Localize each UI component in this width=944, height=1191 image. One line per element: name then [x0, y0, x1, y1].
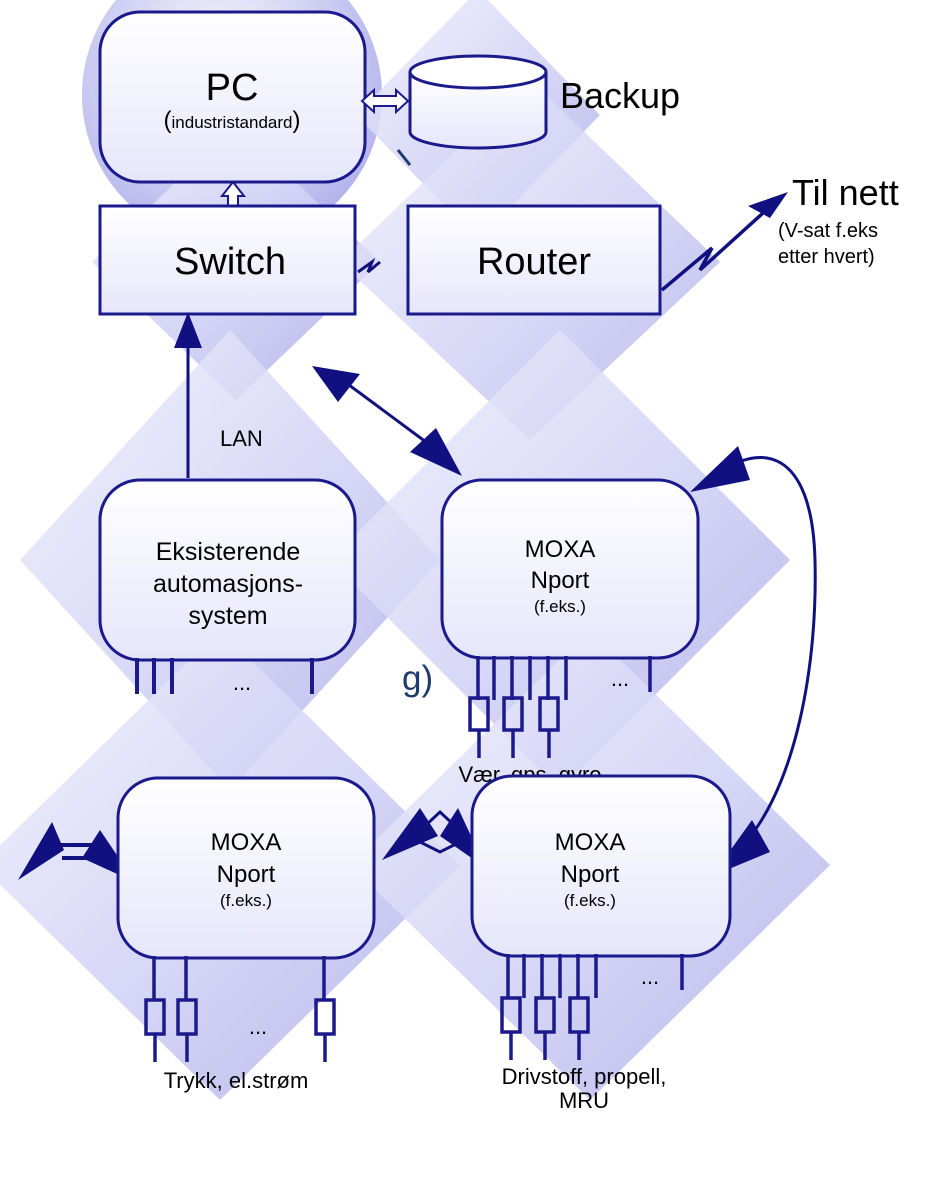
moxa3-sensors-line1: Drivstoff, propell, [502, 1064, 667, 1089]
moxa1-line3: (f.eks.) [534, 597, 586, 616]
pc-backup-arrow [360, 87, 410, 115]
lan-label: LAN [220, 426, 263, 451]
moxa2-ports [144, 956, 336, 1062]
switch-moxa1-arrow [312, 366, 462, 476]
moxa3-ports-ellipsis: ... [641, 964, 659, 989]
net-note-line1: (V-sat f.eks [778, 220, 878, 242]
automation-node: Eksisterende automasjons- system ... [98, 478, 357, 695]
moxa1-ports [468, 656, 652, 758]
moxa1-ports-ellipsis: ... [611, 666, 629, 691]
moxa2-sensors: Trykk, el.strøm [164, 1068, 309, 1093]
backup-label: Backup [560, 75, 680, 116]
moxa1-line2: Nport [531, 567, 590, 594]
moxa2-line1: MOXA [211, 829, 282, 856]
router-label: Router [477, 241, 591, 283]
switch-router-link [357, 257, 381, 274]
automation-line1: Eksisterende [156, 538, 301, 566]
automation-ports-ellipsis: ... [233, 670, 251, 695]
backup-cylinder-body [408, 72, 548, 150]
net-note-line2: etter hvert) [778, 246, 875, 268]
automation-line2: automasjons- [153, 570, 303, 598]
moxa2-line3: (f.eks.) [220, 891, 272, 910]
automation-line3: system [188, 602, 267, 630]
router-net-arrow [660, 192, 788, 292]
moxa1-box [440, 478, 700, 660]
moxa3-line1: MOXA [555, 829, 626, 856]
pc-subtitle: (industristandard) [164, 107, 301, 134]
moxa3-ports [500, 954, 684, 1060]
moxa3-box [470, 774, 732, 958]
backup-node: Backup [408, 54, 680, 150]
switch-box [98, 204, 357, 316]
router-node: Router [406, 204, 662, 316]
backup-cylinder-top [408, 54, 548, 90]
pc-title: PC [206, 67, 259, 109]
lan-arrow [174, 312, 202, 478]
moxa3-sensors-line2: MRU [559, 1088, 609, 1113]
moxa3-line2: Nport [561, 861, 620, 888]
switch-node: Switch [98, 204, 357, 316]
pc-node: PC (industristandard) [98, 10, 367, 184]
moxa2-box [116, 776, 376, 960]
switch-label: Switch [174, 241, 286, 283]
router-box [406, 204, 662, 316]
moxa2-line2: Nport [217, 861, 276, 888]
moxa2-node: MOXA Nport (f.eks.) ... Trykk, el.strøm [116, 776, 376, 1093]
fragment-mark [396, 149, 412, 166]
net-label: Til nett [792, 172, 899, 213]
fragment-g: g) [402, 659, 433, 698]
moxa1-line1: MOXA [525, 536, 596, 563]
automation-box [98, 478, 357, 662]
moxa3-line3: (f.eks.) [564, 891, 616, 910]
moxa3-node: MOXA Nport (f.eks.) ... Drivstoff, prope… [470, 774, 732, 1113]
automation-ports [135, 658, 314, 694]
moxa2-ports-ellipsis: ... [249, 1014, 267, 1039]
